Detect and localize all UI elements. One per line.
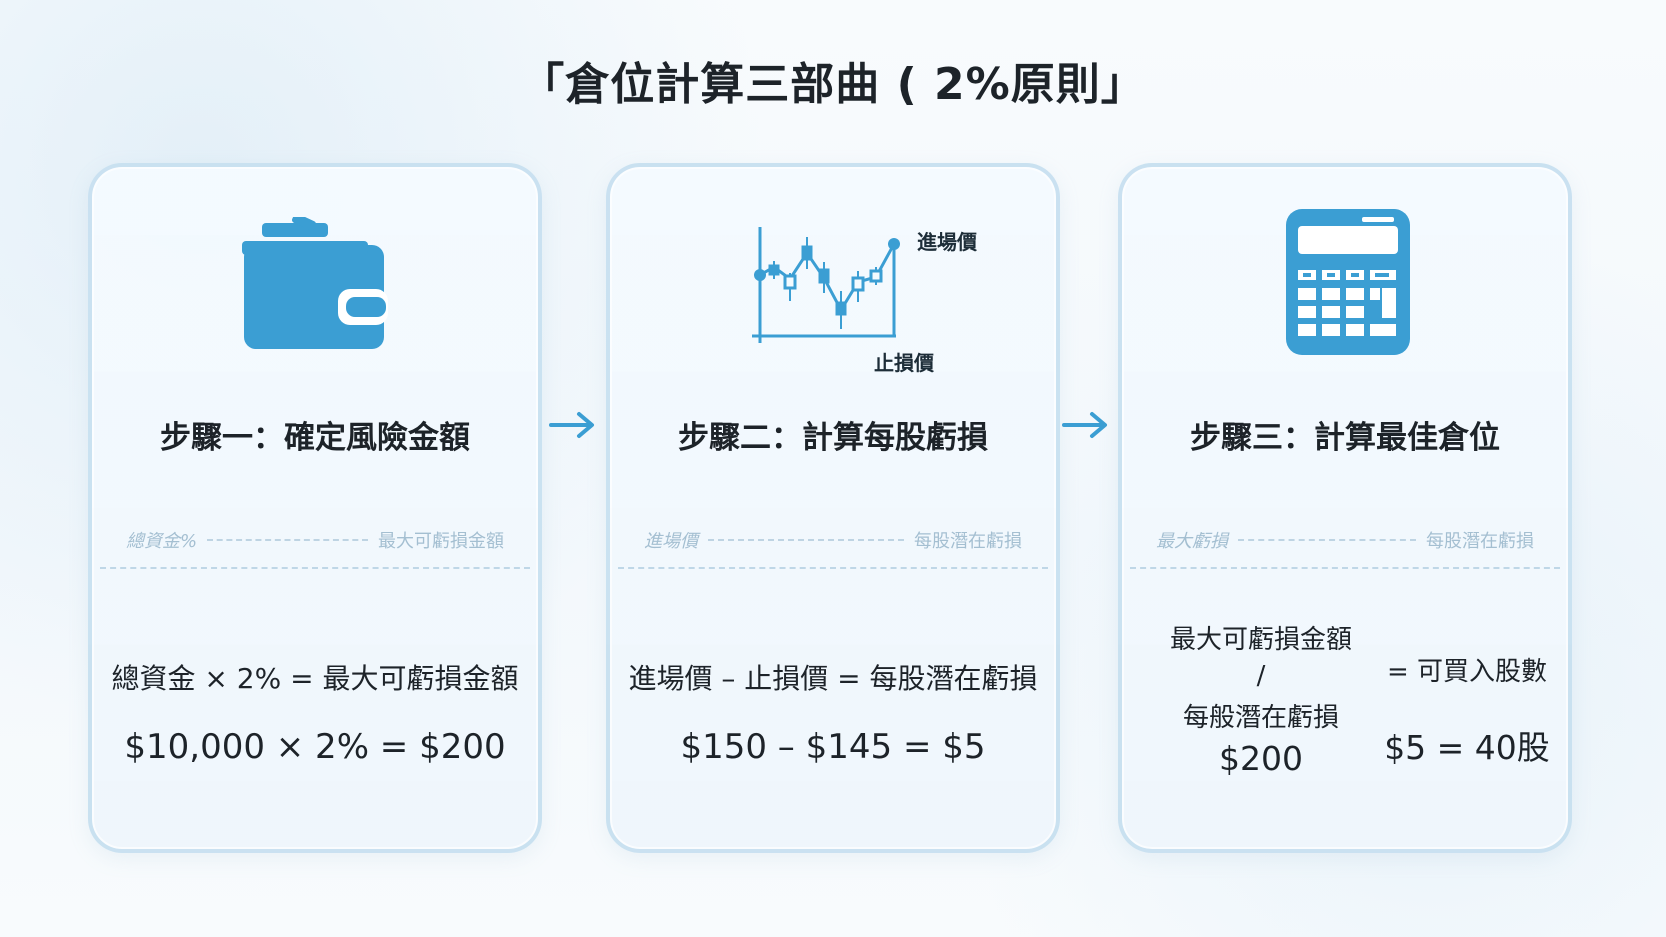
step-1-card: 步驟一：確定風險金額 總資金% 最大可虧損金額 總資金 × 2% = 最大可虧損… xyxy=(88,163,542,853)
step-3-sub-left-text: 最大虧損 xyxy=(1156,531,1228,552)
wallet-icon xyxy=(242,217,388,349)
arrow-right-icon xyxy=(1062,412,1107,438)
step-1-title: 步驟一：確定風險金額 xyxy=(160,420,470,456)
step-2-sub-dashes xyxy=(708,539,904,541)
step-1-sub-dashes xyxy=(207,539,368,541)
step-3-numerator: 最大可虧損金額 xyxy=(1169,625,1352,655)
step-2-example: $150 – $145 = $5 xyxy=(680,727,986,767)
entry-price-label: 進場價 xyxy=(917,230,977,254)
step-3-sub-right-text: 每股潛在虧損 xyxy=(1426,531,1534,552)
step-1-formula: 總資金 × 2% = 最大可虧損金額 xyxy=(111,662,519,695)
step-3-slash: / xyxy=(1256,661,1266,691)
step-3-divider xyxy=(1130,567,1560,569)
step-3-card: 步驟三：計算最佳倉位 最大虧損 每股潛在虧損 最大可虧損金額 / 每般潛在虧損 … xyxy=(1118,163,1572,853)
page-title: 「倉位計算三部曲 ( 2%原則」 xyxy=(520,59,1146,110)
step-3-left-value: $200 xyxy=(1219,739,1303,778)
step-3-title: 步驟三：計算最佳倉位 xyxy=(1190,420,1500,456)
arrow-right-icon xyxy=(549,412,594,438)
step-1-example: $10,000 × 2% = $200 xyxy=(124,727,506,767)
step-1-divider xyxy=(100,567,530,569)
stop-price-label: 止損價 xyxy=(874,351,934,375)
step-2-divider xyxy=(618,567,1048,569)
step-2-sub-right-text: 每股潛在虧損 xyxy=(914,531,1022,552)
step-1-sub-row: 總資金% 最大可虧損金額 xyxy=(126,528,504,552)
step-2-formula: 進場價 – 止損價 = 每股潛在虧損 xyxy=(628,662,1038,695)
step-3-formula-block: 最大可虧損金額 / 每般潛在虧損 $200 = 可買入股數 $5 = 40股 xyxy=(1122,619,1568,799)
step-2-sub-row: 進場價 每股潛在虧損 xyxy=(644,528,1022,552)
step-3-result-label: = 可買入股數 xyxy=(1386,657,1548,687)
candlestick-chart-icon xyxy=(752,227,900,343)
step-1-sub-left-text: 總資金% xyxy=(126,531,198,552)
step-3-sub-dashes xyxy=(1238,539,1416,541)
step-1-sub-right-text: 最大可虧損金額 xyxy=(378,531,504,552)
calculator-icon xyxy=(1286,209,1410,355)
step-3-sub-row: 最大虧損 每股潛在虧損 xyxy=(1156,528,1534,552)
step-3-denominator: 每般潛在虧損 xyxy=(1182,703,1339,733)
step-3-right-value: $5 = 40股 xyxy=(1384,728,1550,767)
step-2-card: 進場價 止損價 步驟二：計算每股虧損 進場價 每股潛在虧損 進場價 – 止損價 … xyxy=(606,163,1060,853)
step-2-sub-left-text: 進場價 xyxy=(644,531,698,552)
step-2-title: 步驟二：計算每股虧損 xyxy=(678,420,988,456)
